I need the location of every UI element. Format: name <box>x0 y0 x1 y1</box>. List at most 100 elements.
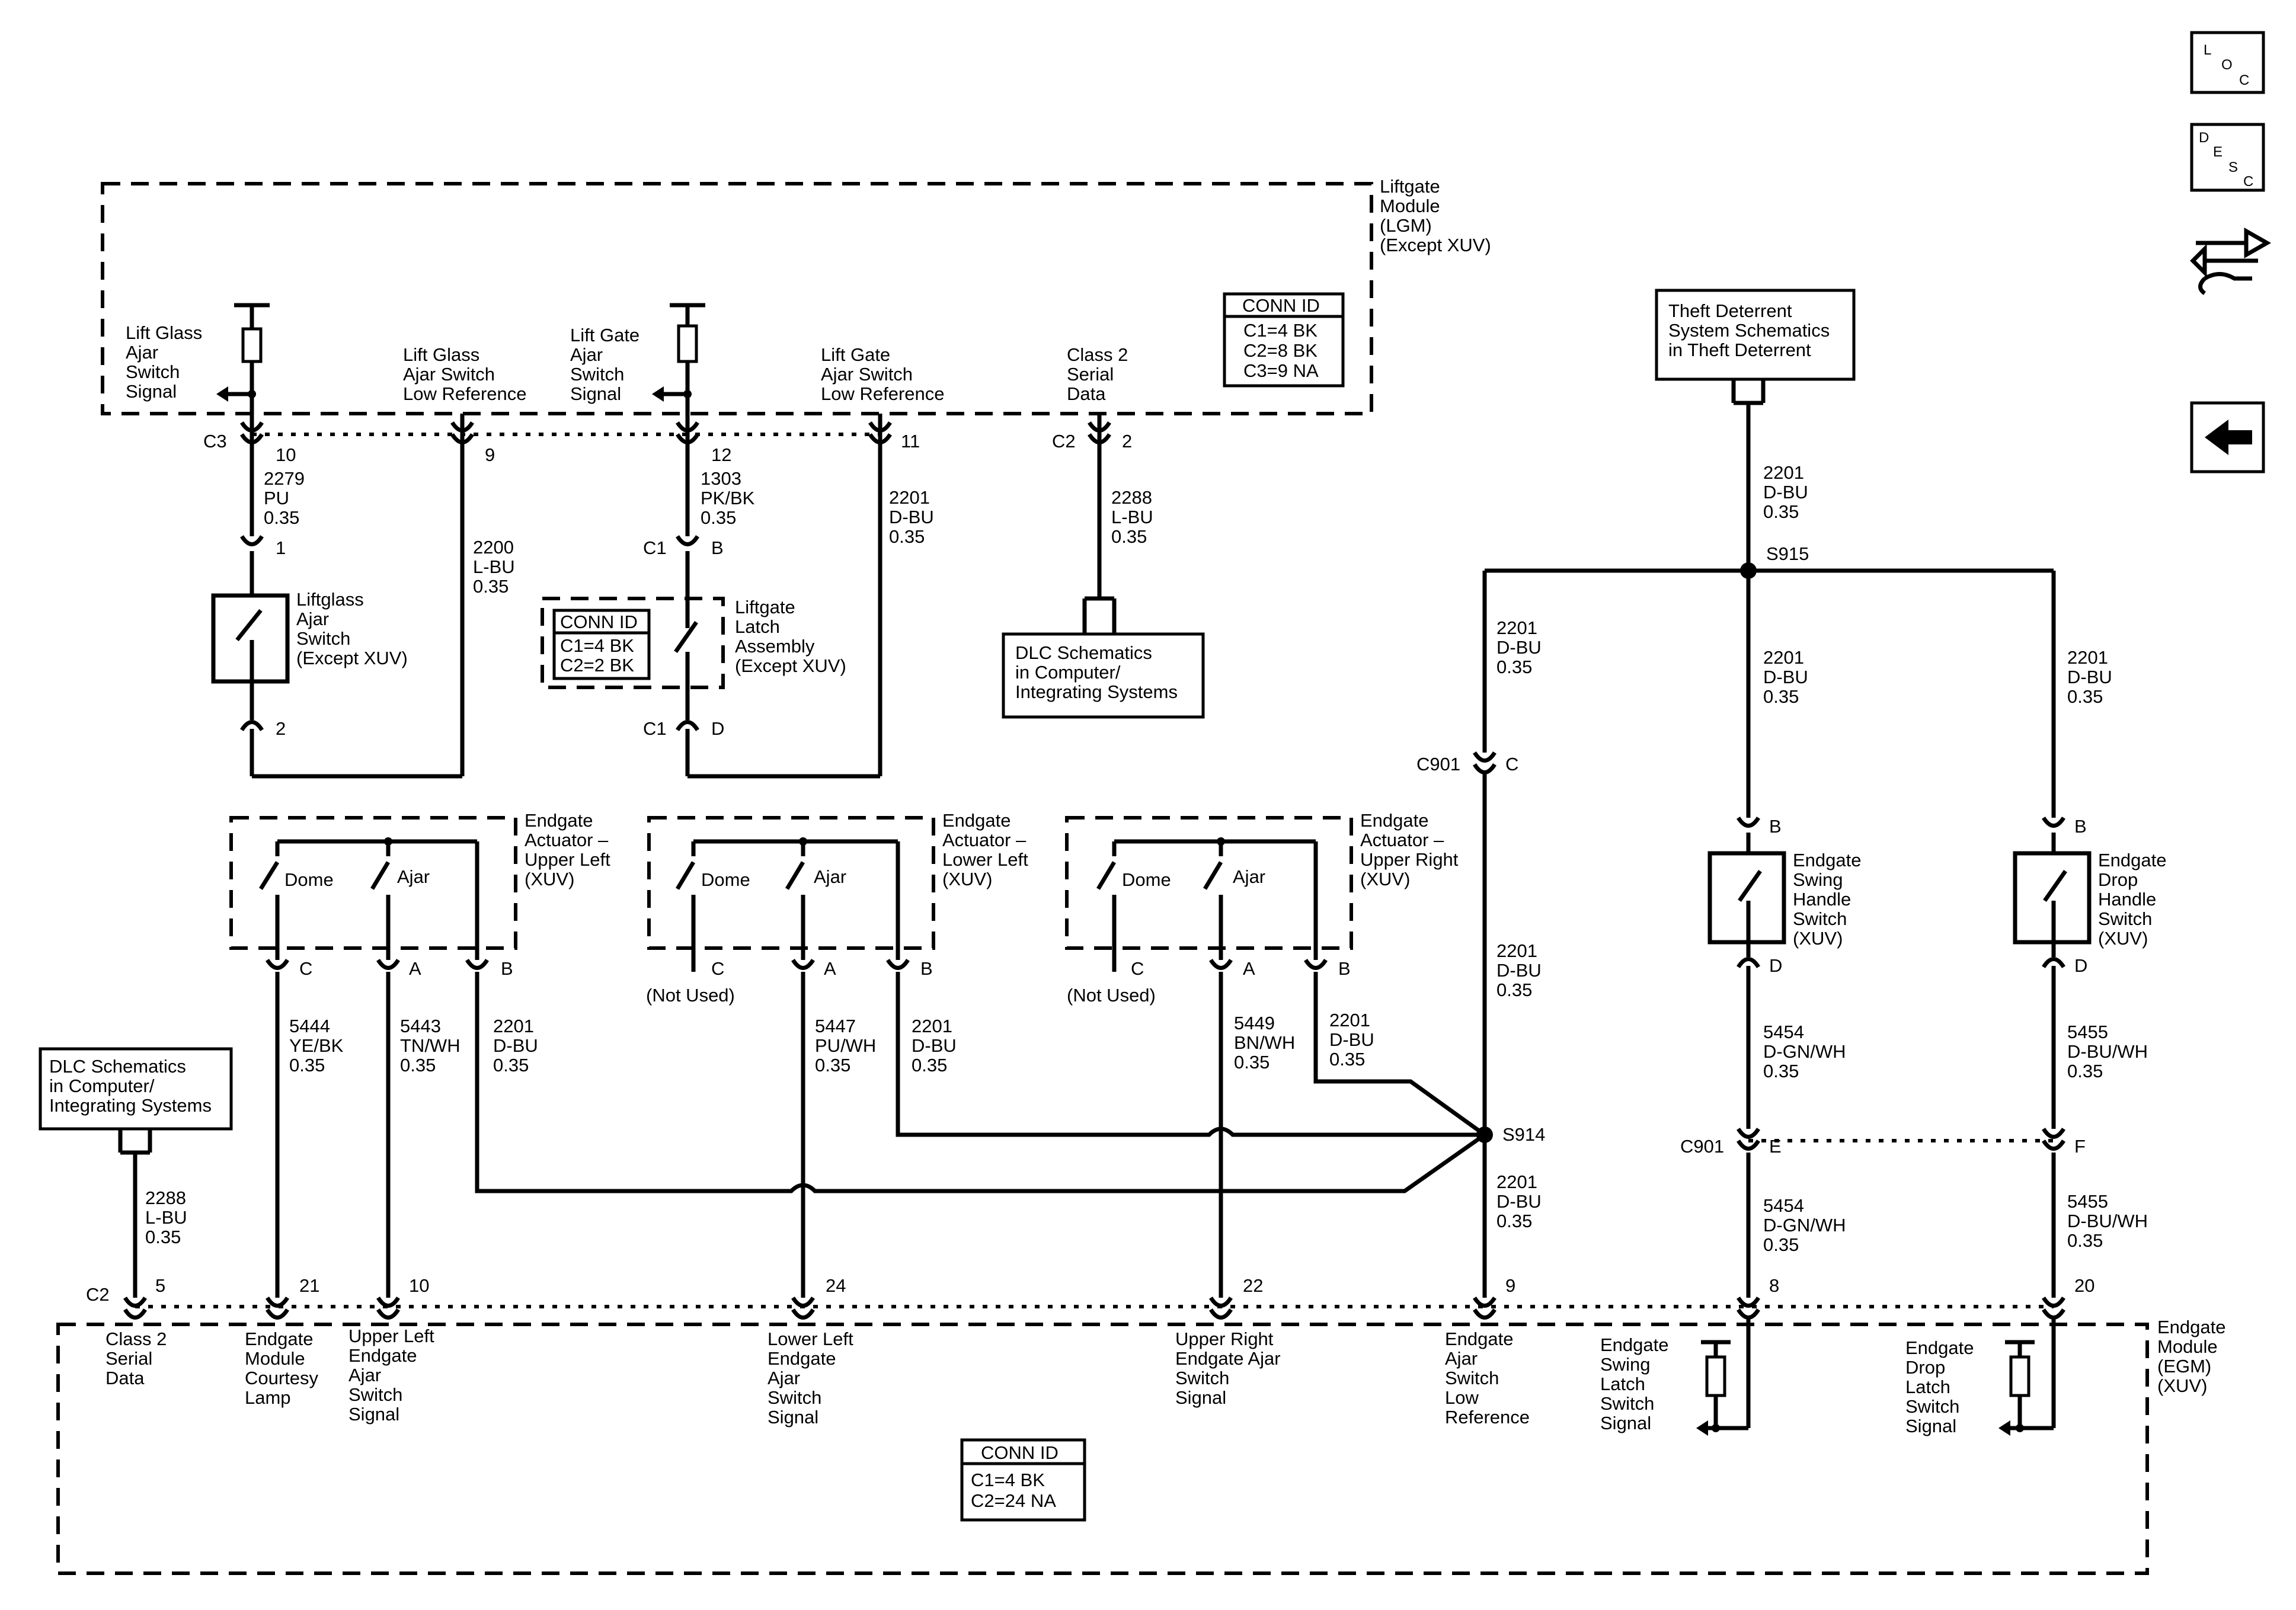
svg-text:2201: 2201 <box>493 1016 534 1036</box>
actuator-lower-left-label: Endgate Actuator – Lower Left (XUV) <box>942 810 1028 889</box>
svg-text:2288: 2288 <box>145 1188 186 1208</box>
theft-deterrent-link[interactable]: Theft Deterrent System Schematics in The… <box>1655 289 1856 405</box>
svg-text:0.35: 0.35 <box>1763 501 1799 522</box>
svg-text:C1=4 BK: C1=4 BK <box>1243 320 1318 341</box>
dlc-schematics-link-top[interactable]: DLC Schematics in Computer/ Integrating … <box>1002 596 1205 719</box>
wire-5444-label: 5444 YE/BK 0.35 <box>289 1016 344 1076</box>
svg-text:C: C <box>1131 958 1144 979</box>
svg-text:L-BU: L-BU <box>145 1207 187 1228</box>
svg-text:2201: 2201 <box>1496 940 1537 961</box>
svg-text:C2=8 BK: C2=8 BK <box>1243 340 1318 361</box>
svg-text:Endgate: Endgate <box>1600 1334 1669 1355</box>
svg-text:2201: 2201 <box>2067 647 2108 668</box>
svg-text:5443: 5443 <box>400 1016 441 1036</box>
svg-text:Integrating Systems: Integrating Systems <box>1015 681 1178 702</box>
wire-5447-label: 5447 PU/WH 0.35 <box>815 1016 876 1076</box>
desc-button[interactable]: D E S C <box>2190 123 2265 192</box>
svg-text:Ajar: Ajar <box>570 344 603 365</box>
lgm-conn-id-box: CONN ID C1=4 BK C2=8 BK C3=9 NA <box>1223 292 1345 388</box>
svg-text:(XUV): (XUV) <box>1793 928 1843 949</box>
egm-title: Endgate Module (EGM) (XUV) <box>2157 1317 2226 1396</box>
svg-text:0.35: 0.35 <box>815 1055 850 1076</box>
liftgate-latch-label: Liftgate Latch Assembly (Except XUV) <box>735 597 846 676</box>
svg-text:12: 12 <box>711 444 731 465</box>
label-lgm-class2: Class 2 Serial Data <box>1067 344 1128 404</box>
c3-connector-label: C3 <box>203 431 227 452</box>
svg-text:0.35: 0.35 <box>912 1055 947 1076</box>
svg-text:Latch: Latch <box>735 616 780 637</box>
svg-text:0.35: 0.35 <box>1496 1211 1532 1231</box>
svg-text:Handle: Handle <box>1793 889 1851 910</box>
svg-text:Actuator –: Actuator – <box>525 830 609 850</box>
svg-text:Switch: Switch <box>1445 1368 1499 1388</box>
svg-text:L-BU: L-BU <box>1111 507 1153 527</box>
dlc-schematics-link-left[interactable]: DLC Schematics in Computer/ Integrating … <box>39 1047 233 1155</box>
svg-text:(XUV): (XUV) <box>2098 928 2148 949</box>
svg-text:Switch: Switch <box>1905 1396 1959 1417</box>
svg-text:PU: PU <box>264 488 289 508</box>
svg-text:Actuator –: Actuator – <box>942 830 1027 850</box>
svg-text:B: B <box>501 958 513 979</box>
svg-text:0.35: 0.35 <box>1496 980 1532 1000</box>
svg-text:Ajar: Ajar <box>296 609 329 629</box>
c901-connector-label-b: C901 <box>1680 1136 1724 1157</box>
svg-text:Ajar: Ajar <box>348 1365 381 1385</box>
svg-text:Endgate: Endgate <box>2098 850 2167 870</box>
svg-text:Ajar: Ajar <box>1233 866 1265 887</box>
endgate-actuator-upper-right: Dome Ajar C A B (Not Used) <box>1065 816 1353 1006</box>
svg-text:PU/WH: PU/WH <box>815 1035 876 1056</box>
svg-text:Data: Data <box>1067 383 1106 404</box>
wire-2201-top-label: 2201 D-BU 0.35 <box>889 487 934 547</box>
loc-button[interactable]: L O C <box>2190 31 2265 94</box>
back-arrow-button[interactable] <box>2190 401 2265 473</box>
svg-text:8: 8 <box>1769 1275 1779 1296</box>
svg-text:A: A <box>1243 958 1255 979</box>
svg-text:1303: 1303 <box>701 468 741 489</box>
svg-text:D-BU: D-BU <box>1329 1029 1374 1050</box>
egm-label-upper-left: Upper Left Endgate Ajar Switch Signal <box>348 1326 434 1425</box>
egm-label-class2: Class 2 Serial Data <box>105 1329 167 1388</box>
svg-text:C1: C1 <box>643 537 667 558</box>
endgate-drop-handle-switch: B D <box>2013 816 2092 1129</box>
svg-text:Lift Glass: Lift Glass <box>403 344 479 365</box>
lgm-pullup-resistor-left <box>216 303 270 402</box>
egm-pin-24: 24 <box>791 1275 846 1320</box>
wire-2201-ll-label: 2201 D-BU 0.35 <box>912 1016 957 1076</box>
liftgate-latch-conn-id: CONN ID C1=4 BK C2=2 BK <box>552 609 651 680</box>
svg-text:Dome: Dome <box>701 869 750 890</box>
svg-text:Module: Module <box>245 1348 305 1369</box>
endgate-actuator-upper-left: Dome Ajar C A B <box>229 816 517 979</box>
desc-letter-d: D <box>2199 130 2209 146</box>
svg-text:C3=9 NA: C3=9 NA <box>1243 360 1319 381</box>
svg-text:Upper Left: Upper Left <box>525 849 610 870</box>
svg-text:D-BU/WH: D-BU/WH <box>2067 1041 2148 1062</box>
svg-text:D: D <box>1769 955 1782 976</box>
wire-2201-s915-left-label: 2201 D-BU 0.35 <box>1496 617 1542 677</box>
svg-text:Low: Low <box>1445 1387 1479 1408</box>
svg-text:Lift Gate: Lift Gate <box>570 325 639 345</box>
wire-2200-label: 2200 L-BU 0.35 <box>473 537 515 597</box>
svg-text:(EGM): (EGM) <box>2157 1356 2211 1377</box>
wire-2201-s914-down-label: 2201 D-BU 0.35 <box>1496 1172 1542 1231</box>
svg-text:Data: Data <box>105 1368 145 1388</box>
svg-text:Signal: Signal <box>126 381 177 402</box>
svg-text:Switch: Switch <box>570 364 624 385</box>
loc-letter-l: L <box>2204 42 2211 58</box>
svg-text:Lower Left: Lower Left <box>768 1329 853 1349</box>
svg-text:Liftglass: Liftglass <box>296 589 364 610</box>
svg-text:F: F <box>2074 1136 2086 1157</box>
svg-text:E: E <box>1769 1136 1782 1157</box>
svg-text:Ajar Switch: Ajar Switch <box>403 364 495 385</box>
svg-text:24: 24 <box>826 1275 846 1296</box>
svg-text:DLC Schematics: DLC Schematics <box>1015 642 1152 663</box>
svg-text:Endgate: Endgate <box>768 1348 836 1369</box>
connector-tools-icon[interactable] <box>2190 227 2272 295</box>
svg-text:5455: 5455 <box>2067 1022 2108 1042</box>
svg-text:2201: 2201 <box>1763 647 1804 668</box>
svg-text:Signal: Signal <box>1175 1387 1226 1408</box>
svg-text:2279: 2279 <box>264 468 305 489</box>
wire-2279-label: 2279 PU 0.35 <box>264 468 305 528</box>
egm-c2-connector-label: C2 <box>86 1284 110 1305</box>
pin-c2-2: 2 <box>1088 421 1132 452</box>
